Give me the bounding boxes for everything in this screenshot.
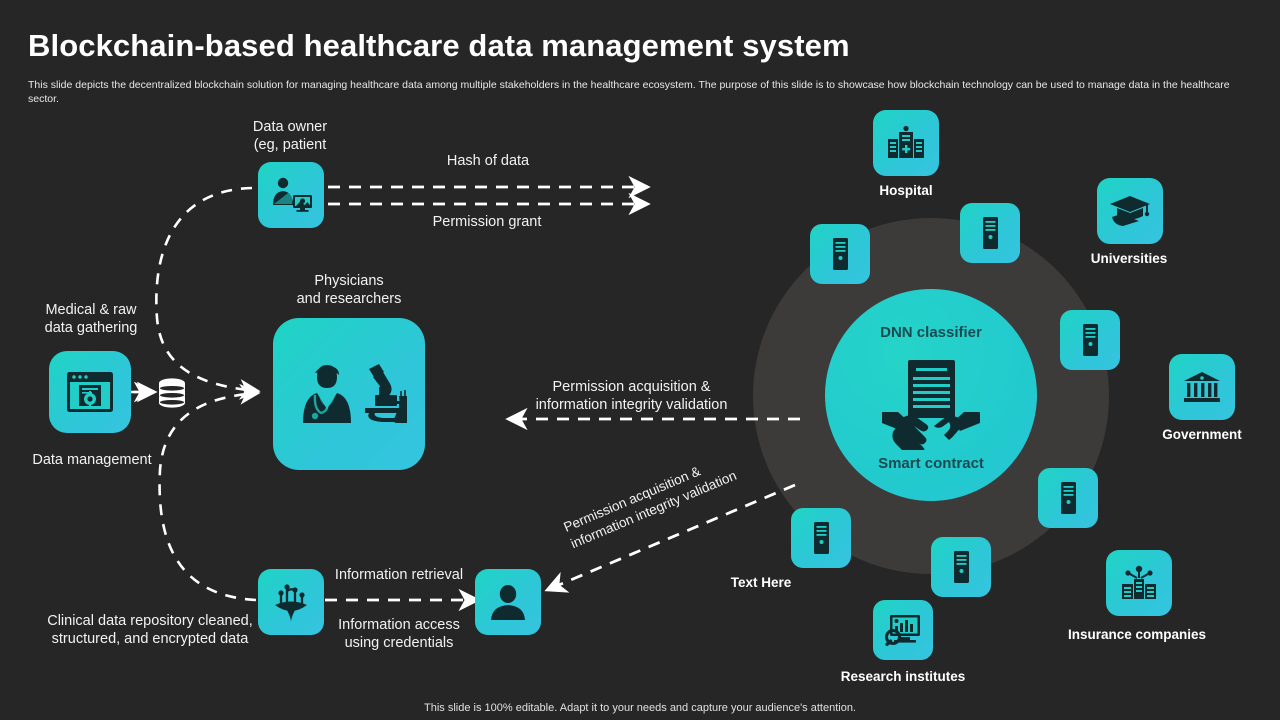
node-6-texthere-server-tile[interactable] — [791, 508, 851, 568]
clinical-data-repository-tile[interactable] — [258, 569, 324, 635]
doctor-microscope-icon — [291, 361, 407, 427]
government-tile[interactable] — [1169, 354, 1235, 420]
server-tower-icon — [822, 236, 858, 272]
credentialed-user-tile[interactable] — [475, 569, 541, 635]
page-subtitle: This slide depicts the decentralized blo… — [28, 79, 1230, 105]
clinical-data-repository-label: Clinical data repository cleaned, struct… — [47, 613, 253, 647]
research-monitor-icon — [884, 613, 922, 647]
government-bank-icon — [1182, 370, 1222, 404]
government-label: Government — [1162, 427, 1242, 442]
user-avatar-icon — [488, 582, 528, 622]
hospital-building-icon — [886, 125, 926, 161]
node-3-server-tile[interactable] — [1060, 310, 1120, 370]
patient-profile-icon — [269, 175, 313, 215]
node-4-server-tile[interactable] — [1038, 468, 1098, 528]
permission-grant-label: Permission grant — [432, 214, 542, 230]
insurance-companies-tile[interactable] — [1106, 550, 1172, 616]
curve-clinicalrepo-to-physicians — [158, 383, 261, 602]
information-access-label: Information access using credentials — [338, 617, 460, 651]
research-institutes-label: Research institutes — [840, 669, 966, 684]
server-tower-icon — [1050, 480, 1086, 516]
handshake-contract-icon — [880, 358, 982, 462]
server-tower-icon — [803, 520, 839, 556]
medical-raw-data-label: Medical & raw data gathering — [44, 302, 138, 336]
data-management-tile[interactable] — [49, 351, 131, 433]
physicians-label: Physicians and researchers — [296, 273, 402, 307]
browser-settings-icon — [65, 369, 115, 415]
dnn-classifier-label: DNN classifier — [880, 324, 982, 341]
hash-of-data-label: Hash of data — [446, 153, 530, 169]
hospital-label: Hospital — [879, 183, 933, 198]
permission-acquisition-horizontal-label: Permission acquisition & information int… — [535, 379, 728, 413]
graduation-cap-icon — [1109, 193, 1151, 229]
data-management-label: Data management — [32, 452, 152, 468]
insurance-building-icon — [1118, 564, 1160, 602]
universities-tile[interactable] — [1097, 178, 1163, 244]
data-funnel-icon — [269, 581, 313, 623]
node-2-server-tile[interactable] — [960, 203, 1020, 263]
text-here-label: Text Here — [730, 575, 792, 590]
insurance-companies-label: Insurance companies — [1067, 627, 1207, 642]
data-owner-label: Data owner (eg, patient — [252, 119, 328, 153]
information-retrieval-label: Information retrieval — [334, 567, 464, 583]
permission-acquisition-diagonal-label: Permission acquisition & information int… — [561, 463, 739, 552]
footer-note: This slide is 100% editable. Adapt it to… — [424, 702, 856, 714]
research-institutes-tile[interactable] — [873, 600, 933, 660]
node-1-server-tile[interactable] — [810, 224, 870, 284]
data-owner-tile[interactable] — [258, 162, 324, 228]
server-tower-icon — [1072, 322, 1108, 358]
server-tower-icon — [972, 215, 1008, 251]
database-cylinder-icon — [157, 377, 187, 409]
node-5-server-tile[interactable] — [931, 537, 991, 597]
physicians-researchers-tile[interactable] — [273, 318, 425, 470]
page-title: Blockchain-based healthcare data managem… — [28, 28, 850, 63]
curve-dataowner-to-physicians — [155, 186, 261, 400]
hospital-tile[interactable] — [873, 110, 939, 176]
server-tower-icon — [943, 549, 979, 585]
universities-label: Universities — [1090, 251, 1168, 266]
smart-contract-label: Smart contract — [878, 455, 984, 472]
